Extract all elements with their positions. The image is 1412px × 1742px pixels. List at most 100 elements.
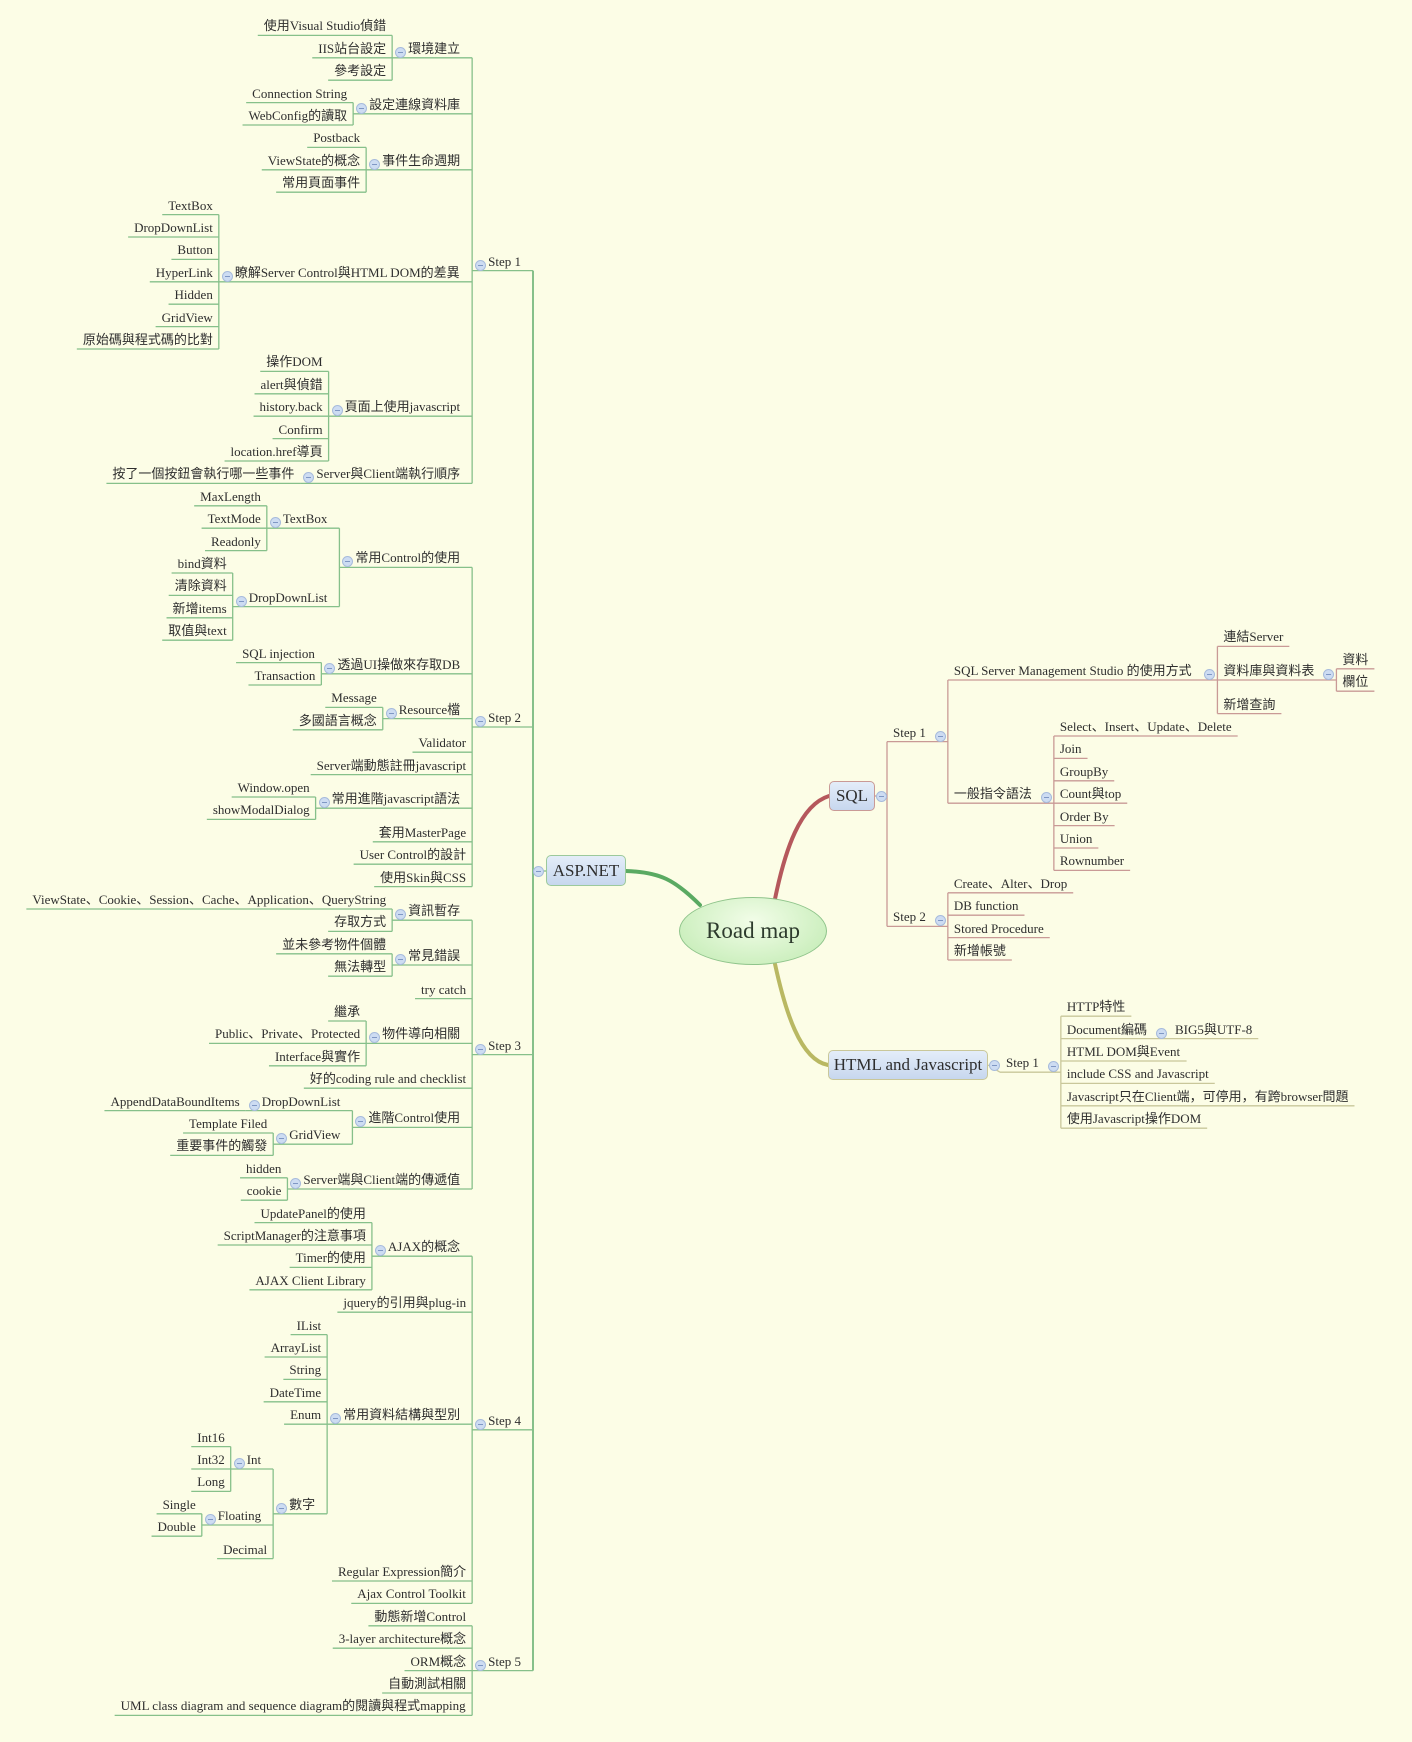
mindmap-node[interactable]: User Control的設計	[359, 847, 467, 863]
mindmap-node[interactable]: 欄位	[1342, 674, 1369, 690]
mindmap-node[interactable]: history.back	[259, 399, 323, 415]
mindmap-node[interactable]: 使用Javascript操作DOM	[1066, 1111, 1202, 1127]
mindmap-node[interactable]: 3-layer architecture概念	[338, 1631, 467, 1647]
mindmap-node[interactable]: 環境建立	[408, 40, 461, 56]
collapse-icon[interactable]	[369, 158, 381, 170]
collapse-icon[interactable]	[876, 791, 887, 802]
mindmap-node[interactable]: 進階Control使用	[368, 1110, 461, 1126]
mindmap-node[interactable]: 操作DOM	[266, 354, 323, 370]
mindmap-node[interactable]: BIG5與UTF-8	[1175, 1021, 1253, 1037]
mindmap-node[interactable]: Join	[1059, 741, 1082, 757]
mindmap-node[interactable]: 取值與text	[168, 623, 227, 639]
mindmap-node[interactable]: Union	[1059, 831, 1093, 846]
mindmap-node[interactable]: 資料庫與資料表	[1223, 663, 1315, 678]
mindmap-node[interactable]: Document編碼	[1066, 1021, 1148, 1037]
collapse-icon[interactable]	[303, 472, 315, 484]
mindmap-node[interactable]: 參考設定	[334, 63, 387, 79]
mindmap-node[interactable]: Template Filed	[189, 1116, 268, 1131]
collapse-icon[interactable]	[324, 662, 336, 674]
mindmap-node[interactable]: WebConfig的讀取	[248, 108, 348, 123]
mindmap-node[interactable]: Window.open	[237, 780, 310, 795]
mindmap-node[interactable]: Postback	[313, 130, 361, 146]
mindmap-node[interactable]: Step 3	[488, 1037, 521, 1053]
mindmap-node[interactable]: DropDownList	[261, 1093, 341, 1109]
mindmap-node[interactable]: 連結Server	[1223, 629, 1284, 645]
mindmap-node[interactable]: Rownumber	[1059, 853, 1125, 869]
mindmap-node[interactable]: Message	[331, 690, 377, 706]
mindmap-node[interactable]: 事件生命週期	[382, 152, 461, 168]
collapse-icon[interactable]	[395, 954, 407, 965]
mindmap-node[interactable]: 常用Control的使用	[355, 550, 461, 566]
mindmap-node[interactable]: Step 1	[1006, 1055, 1039, 1071]
mindmap-node[interactable]: 並未參考物件個體	[282, 936, 387, 952]
mindmap-node[interactable]: Server端與Client端的傳遞值	[303, 1172, 461, 1187]
collapse-icon[interactable]	[395, 46, 407, 58]
branch-aspnet[interactable]: ASP.NET	[546, 855, 626, 886]
mindmap-node[interactable]: Count與top	[1059, 786, 1122, 802]
mindmap-node[interactable]: 原始碼與程式碼的比對	[82, 332, 213, 347]
mindmap-node[interactable]: 新增items	[172, 600, 227, 616]
mindmap-node[interactable]: 使用Skin與CSS	[380, 869, 467, 885]
mindmap-node[interactable]: Javascript只在Client端，可停用，有跨browser問題	[1066, 1088, 1349, 1104]
collapse-icon[interactable]	[1047, 1061, 1059, 1073]
mindmap-node[interactable]: 透過UI操做來存取DB	[337, 656, 461, 672]
mindmap-node[interactable]: Interface與實作	[274, 1048, 361, 1064]
mindmap-node[interactable]: 常用進階javascript語法	[331, 791, 461, 807]
collapse-icon[interactable]	[1040, 792, 1052, 804]
mindmap-node[interactable]: Ajax Control Toolkit	[357, 1586, 466, 1602]
collapse-icon[interactable]	[355, 1116, 367, 1128]
mindmap-node[interactable]: ViewState、Cookie、Session、Cache、Applicati…	[32, 892, 387, 907]
collapse-icon[interactable]	[475, 716, 487, 727]
collapse-icon[interactable]	[290, 1178, 302, 1189]
mindmap-node[interactable]: Stored Procedure	[953, 920, 1044, 936]
mindmap-node[interactable]: Create、Alter、Drop	[953, 875, 1068, 891]
collapse-icon[interactable]	[331, 405, 343, 417]
mindmap-node[interactable]: location.href導頁	[230, 444, 323, 459]
mindmap-node[interactable]: Int	[246, 1452, 262, 1467]
mindmap-node[interactable]: 使用Visual Studio偵錯	[263, 18, 387, 34]
mindmap-node[interactable]: Step 4	[488, 1412, 521, 1428]
mindmap-node[interactable]: ArrayList	[270, 1340, 322, 1355]
mindmap-node[interactable]: Button	[177, 242, 213, 258]
mindmap-node[interactable]: DateTime	[269, 1384, 322, 1400]
mindmap-node[interactable]: Single	[162, 1496, 196, 1512]
mindmap-node[interactable]: 頁面上使用javascript	[344, 399, 461, 415]
mindmap-node[interactable]: Transaction	[254, 668, 316, 683]
mindmap-node[interactable]: ScriptManager的注意事項	[223, 1228, 366, 1243]
mindmap-node[interactable]: 自動測試相關	[388, 1676, 467, 1691]
mindmap-node[interactable]: AJAX的概念	[387, 1239, 461, 1255]
mindmap-node[interactable]: UpdatePanel的使用	[260, 1205, 366, 1221]
collapse-icon[interactable]	[1204, 669, 1216, 680]
mindmap-node[interactable]: Int32	[197, 1452, 225, 1467]
mindmap-node[interactable]: ORM概念	[410, 1653, 467, 1669]
collapse-icon[interactable]	[374, 1245, 386, 1257]
mindmap-node[interactable]: Resource檔	[398, 701, 461, 717]
mindmap-node[interactable]: 新增帳號	[953, 943, 1006, 958]
mindmap-node[interactable]: 按了一個按鈕會執行哪一些事件	[112, 466, 295, 482]
mindmap-node[interactable]: Step 2	[488, 710, 521, 725]
mindmap-node[interactable]: String	[289, 1362, 322, 1378]
mindmap-node[interactable]: 動態新增Control	[374, 1608, 467, 1624]
mindmap-node[interactable]: 常用頁面事件	[282, 175, 361, 191]
mindmap-node[interactable]: 常用資料結構與型別	[343, 1407, 461, 1423]
mindmap-node[interactable]: MaxLength	[200, 488, 261, 504]
mindmap-node[interactable]: 設定連線資料庫	[369, 96, 461, 112]
collapse-icon[interactable]	[1156, 1027, 1167, 1039]
mindmap-node[interactable]: 資料	[1342, 651, 1369, 667]
collapse-icon[interactable]	[233, 1458, 245, 1469]
collapse-icon[interactable]	[318, 797, 330, 809]
branch-sql[interactable]: SQL	[829, 781, 875, 811]
collapse-icon[interactable]	[369, 1032, 381, 1044]
mindmap-node[interactable]: AJAX Client Library	[255, 1272, 366, 1288]
mindmap-node[interactable]: Order By	[1059, 808, 1109, 824]
mindmap-node[interactable]: GridView	[161, 309, 213, 325]
mindmap-node[interactable]: include CSS and Javascript	[1066, 1066, 1209, 1082]
collapse-icon[interactable]	[276, 1133, 288, 1145]
mindmap-node[interactable]: 物件導向相關	[382, 1026, 461, 1042]
mindmap-node[interactable]: Floating	[217, 1508, 262, 1523]
mindmap-node[interactable]: Connection String	[252, 85, 348, 101]
collapse-icon[interactable]	[221, 270, 233, 282]
mindmap-node[interactable]: Decimal	[223, 1541, 268, 1557]
mindmap-node[interactable]: 瞭解Server Control與HTML DOM的差異	[234, 264, 460, 280]
mindmap-node[interactable]: Timer的使用	[295, 1250, 366, 1266]
